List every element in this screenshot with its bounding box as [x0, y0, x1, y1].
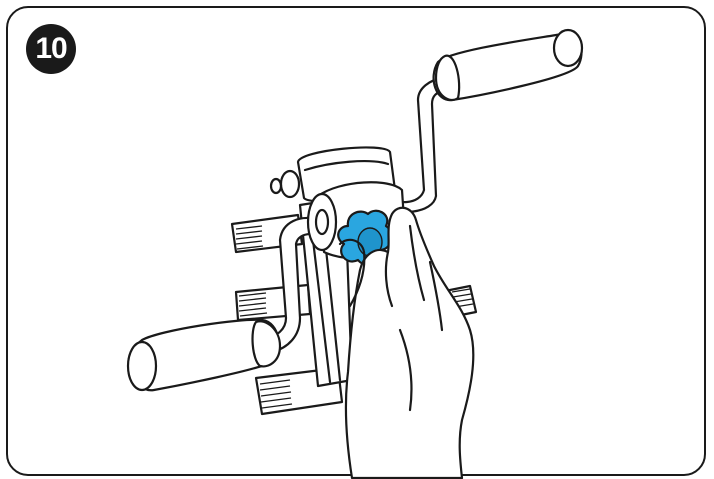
left-handle [126, 318, 282, 392]
step-number-badge: 10 [26, 24, 76, 74]
step-number: 10 [35, 32, 67, 65]
hand [338, 206, 475, 479]
right-handle [432, 28, 584, 102]
